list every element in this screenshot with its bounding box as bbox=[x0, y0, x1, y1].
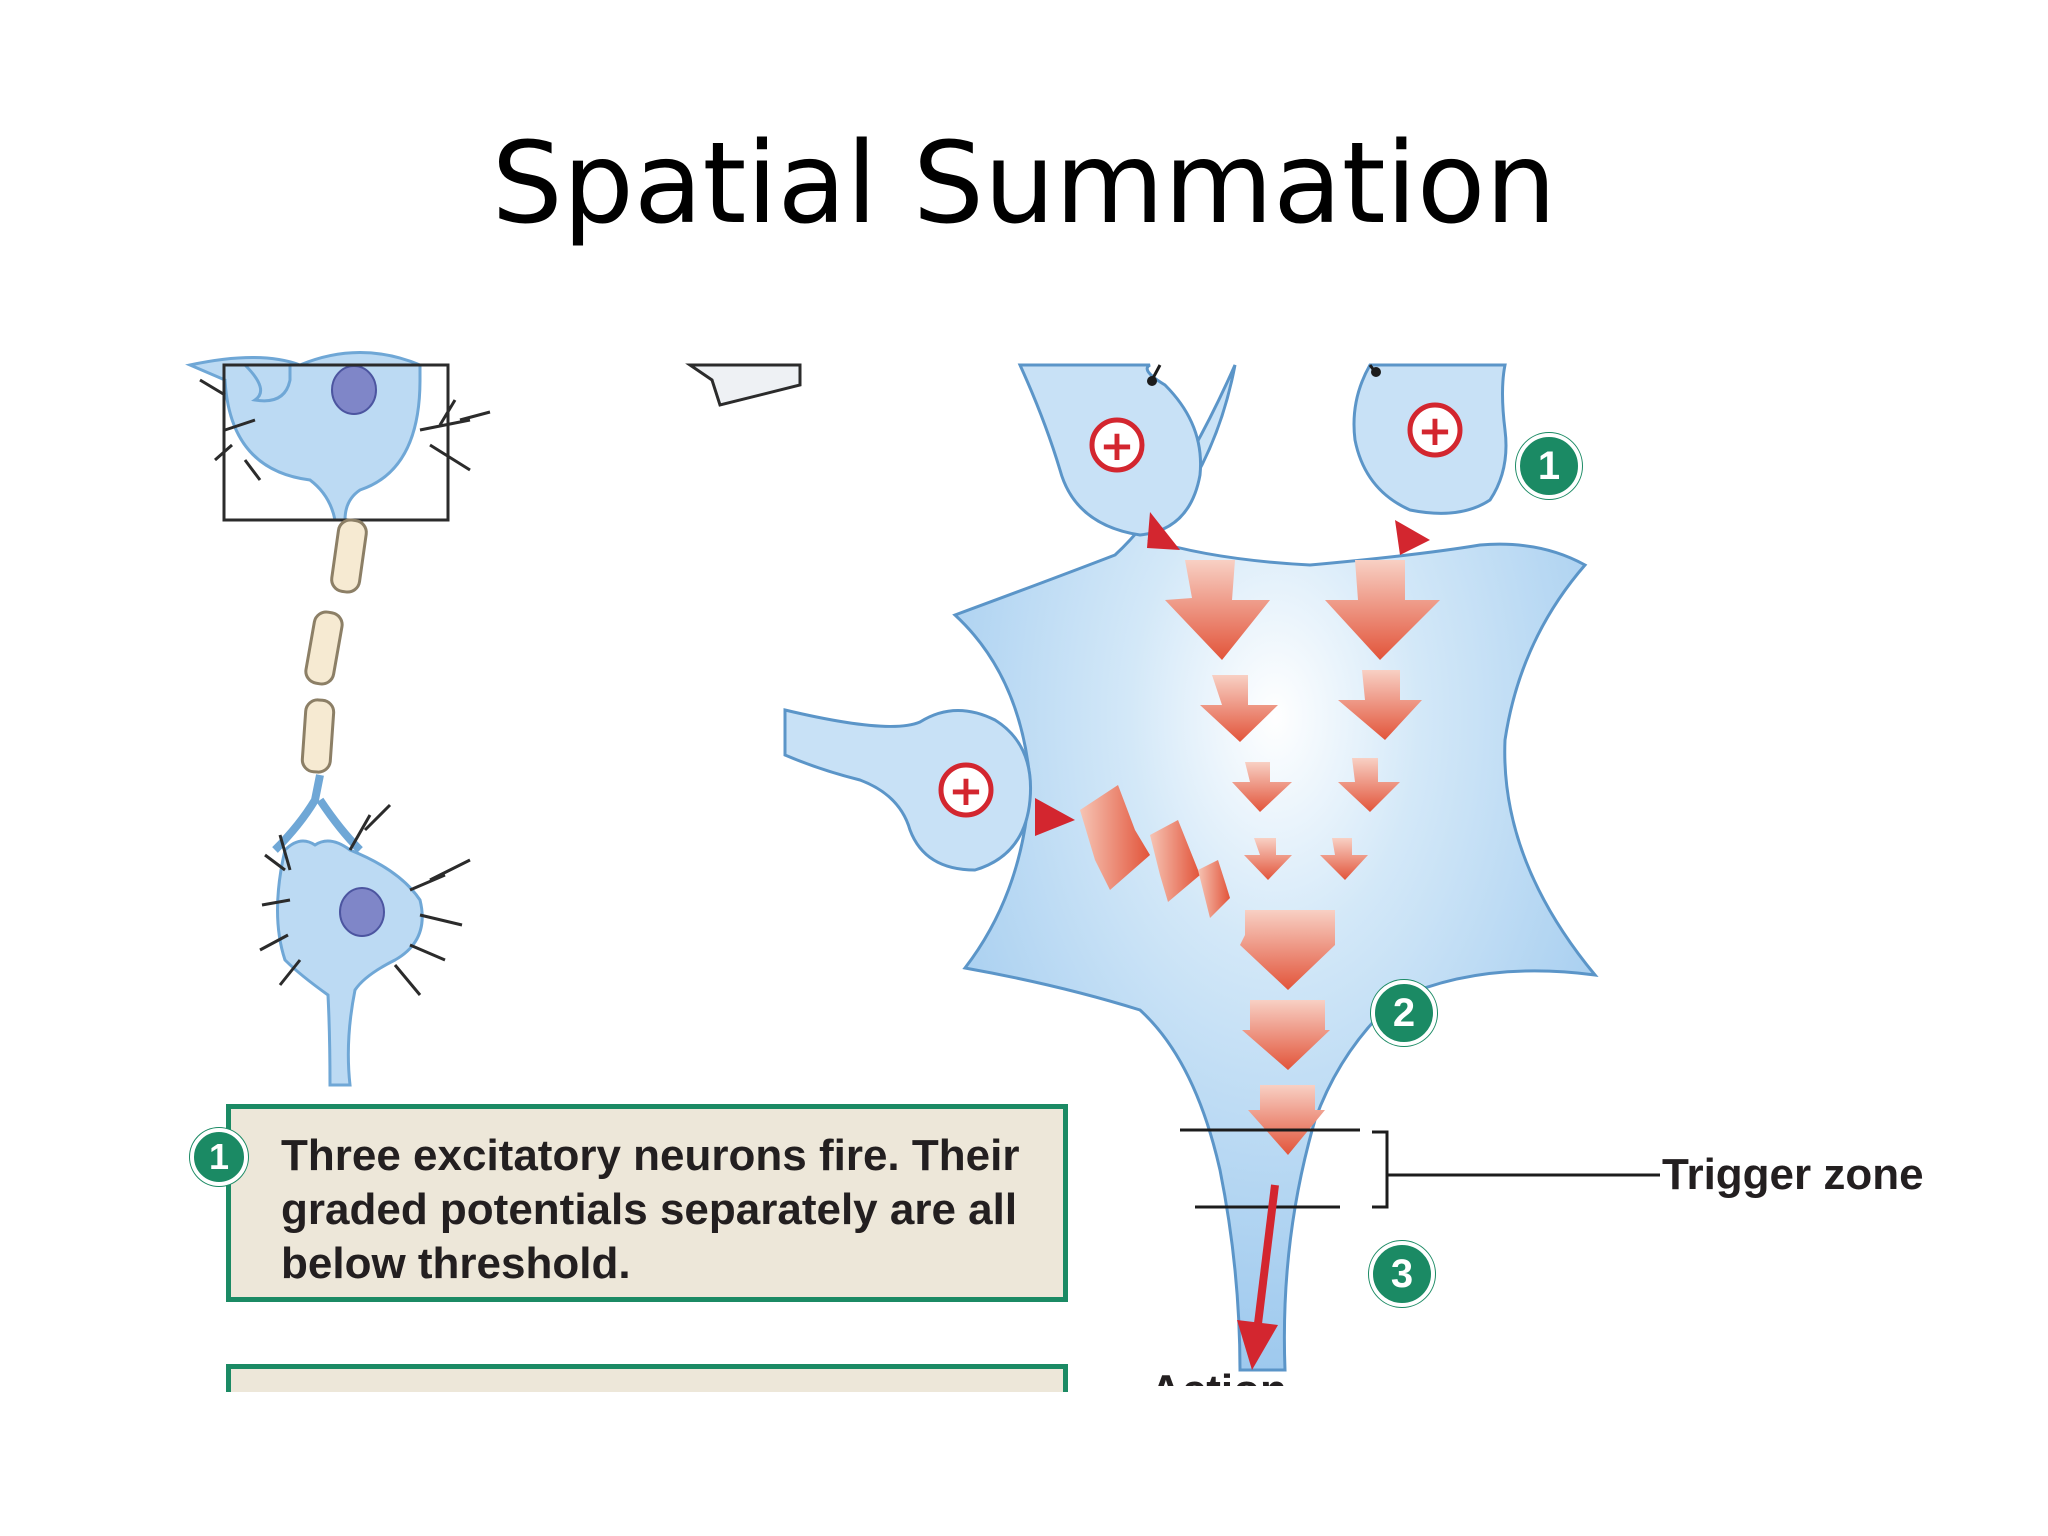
summed-potential-arrows bbox=[1240, 910, 1335, 1155]
slide-bottom-margin bbox=[0, 1392, 2048, 1536]
trigger-zone-label: Trigger zone bbox=[1662, 1150, 1924, 1199]
release-arrow-middle bbox=[1035, 798, 1075, 836]
step-badge-2: 2 bbox=[1371, 980, 1437, 1046]
charge-marker-middle: + bbox=[938, 762, 994, 818]
overview-neuron bbox=[185, 351, 491, 1087]
slide-title: Spatial Summation bbox=[491, 119, 1557, 249]
potential-arrows-right-stream bbox=[1320, 560, 1440, 880]
zoom-pointer-shape bbox=[685, 363, 802, 407]
step1-caption-text: Three excitatory neurons fire. Their gra… bbox=[281, 1131, 1020, 1288]
charge-marker-right: + bbox=[1407, 402, 1463, 458]
potential-arrows-left-stream bbox=[1165, 560, 1292, 880]
terminal-axon-lines bbox=[1150, 364, 1377, 381]
overview-lower-nucleus bbox=[339, 887, 385, 937]
overview-synapse-bulb bbox=[241, 363, 292, 403]
step-badge-1: 1 bbox=[1516, 433, 1582, 499]
svg-text:+: + bbox=[1417, 406, 1452, 455]
step-badge-3: 3 bbox=[1369, 1241, 1435, 1307]
overview-upper-nucleus bbox=[331, 365, 377, 415]
action-label-cut: Action bbox=[1150, 1366, 1287, 1386]
step1-caption-badge: 1 bbox=[190, 1128, 248, 1186]
charge-marker-left: + bbox=[1089, 417, 1145, 473]
svg-text:+: + bbox=[948, 766, 983, 815]
overview-axon-terminals bbox=[272, 774, 363, 853]
presynaptic-terminal-middle bbox=[783, 708, 1033, 872]
step1-caption-box: Three excitatory neurons fire. Their gra… bbox=[226, 1104, 1068, 1302]
trigger-zone-bracket bbox=[1180, 1128, 1660, 1209]
overview-lower-dendrites bbox=[259, 803, 471, 996]
overview-zoom-frame bbox=[222, 363, 450, 522]
overview-lower-soma bbox=[276, 839, 424, 1087]
overview-axon bbox=[300, 518, 368, 774]
potential-arrows-middle-stream bbox=[1080, 785, 1230, 918]
action-potential-arrow bbox=[1252, 1184, 1279, 1341]
release-arrow-right bbox=[1395, 520, 1430, 555]
release-arrow-left bbox=[1147, 512, 1180, 550]
svg-text:+: + bbox=[1099, 421, 1134, 470]
postsynaptic-neuron: + + + bbox=[783, 363, 1660, 1372]
